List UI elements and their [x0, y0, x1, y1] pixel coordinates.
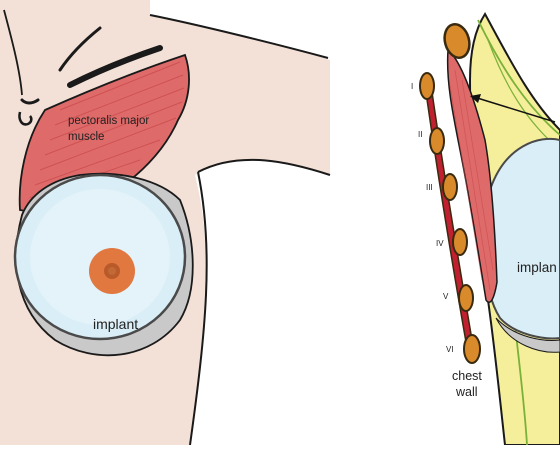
rib-label-1: I [411, 82, 413, 91]
chest-center-stroke [20, 98, 40, 105]
nipple-dot [108, 267, 116, 275]
muscle-label-line1: pectoralis major [68, 115, 149, 127]
pectoralis-cross-section [446, 48, 498, 303]
arrow-shaft [473, 96, 556, 123]
chest-wall-label-line2: wall [455, 385, 478, 399]
neck-outline [3, 9, 23, 96]
rib-4 [452, 228, 468, 256]
implant-label-right: implan [517, 260, 557, 275]
implant-label-left: implant [93, 316, 138, 332]
rib-5 [458, 284, 474, 312]
pectoralis-major-muscle [18, 53, 190, 213]
rib-label-3: III [426, 183, 433, 192]
rib-label-4: IV [436, 239, 444, 248]
rib-1 [419, 72, 435, 100]
pectoralis-fibres [449, 69, 494, 291]
side-body-outline [189, 171, 208, 446]
rib-3 [442, 173, 458, 201]
rib-label-2: II [418, 130, 422, 139]
rib-2 [429, 127, 445, 155]
clavicle-bone [443, 23, 471, 59]
arrow-head [470, 94, 481, 103]
sternal-notch-stroke [18, 111, 33, 126]
arm-lower-outline [197, 158, 331, 176]
clavicle-stroke [67, 45, 163, 88]
rib-label-6: VI [446, 345, 454, 354]
rib-6 [463, 334, 481, 364]
fat-line [477, 19, 560, 136]
chest-wall-label-line1: chest [452, 369, 482, 383]
arm-upper-outline [149, 14, 329, 59]
implant-right-shadow [495, 317, 560, 353]
collarbone-stroke [58, 26, 102, 72]
muscle-label-line2: muscle [68, 131, 104, 143]
left-panel-frontal-view: pectoralis major muscle implant [0, 0, 331, 446]
right-panel-cross-section: I II III IV V VI implan chest wall [411, 12, 560, 446]
rib-label-5: V [443, 292, 449, 301]
